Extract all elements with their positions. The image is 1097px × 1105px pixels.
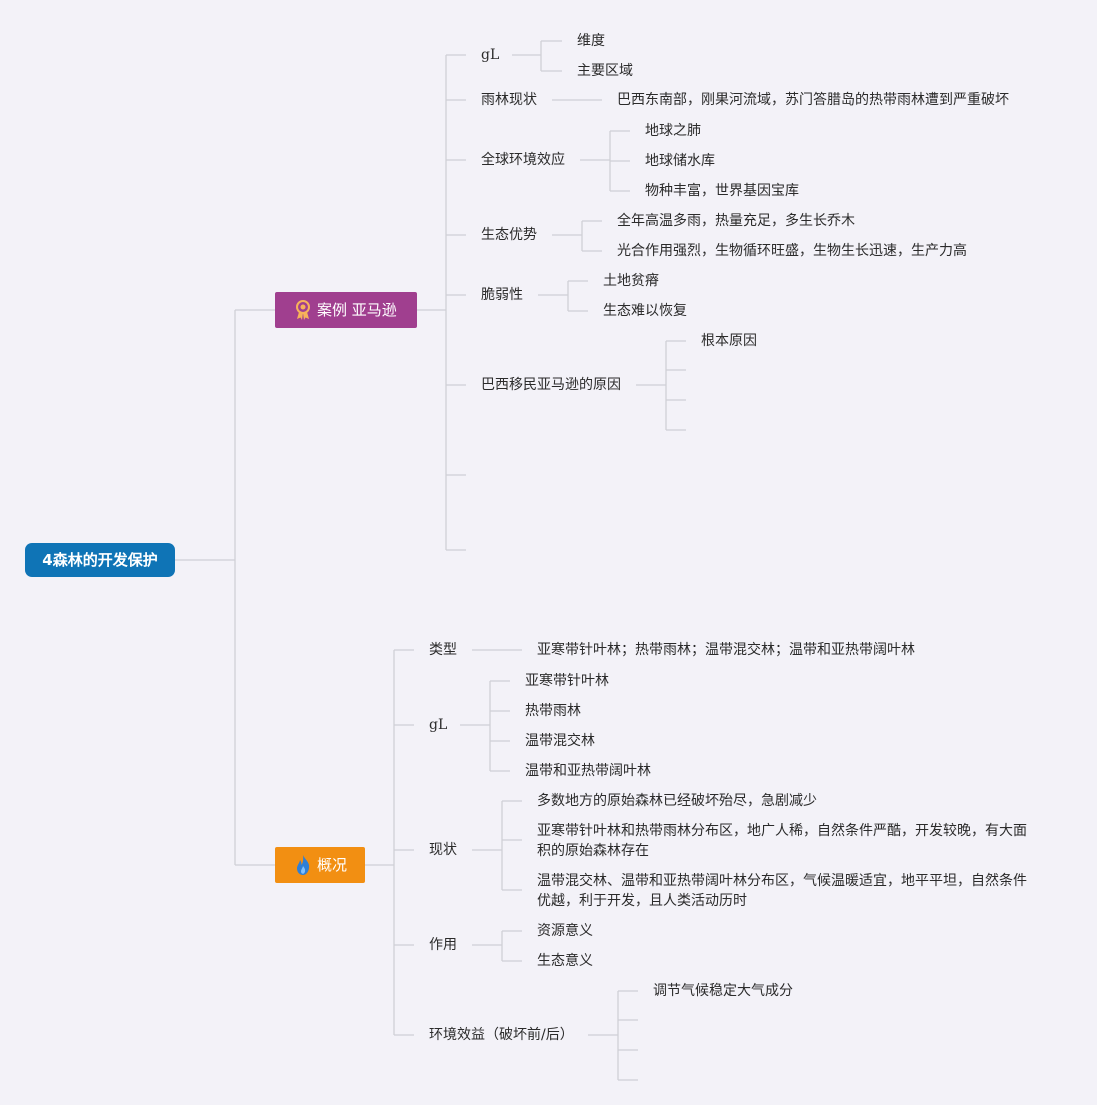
amazon-gl-child[interactable]: 主要区域: [577, 63, 633, 79]
status-child[interactable]: 亚寒带针叶林和热带雨林分布区，地广人稀，自然条件严酷，开发较晚，有大面积的原始森…: [537, 823, 1027, 859]
forest-types-child[interactable]: 亚寒带针叶林；热带雨林；温带混交林；温带和亚热带阔叶林: [537, 642, 915, 658]
overview-gl-child[interactable]: 亚寒带针叶林: [525, 673, 609, 689]
env-benefit-topic[interactable]: 环境效益（破坏前/后）: [429, 1027, 574, 1043]
rainforest-status-child[interactable]: 巴西东南部，刚果河流域，苏门答腊岛的热带雨林遭到严重破坏: [617, 92, 1009, 108]
status-topic[interactable]: 现状: [429, 842, 457, 858]
branch-amazon-case[interactable]: 案例 亚马逊: [275, 292, 417, 328]
eco-advantage-topic[interactable]: 生态优势: [481, 227, 537, 243]
branch-amazon-label: 案例 亚马逊: [317, 301, 397, 319]
rainforest-status-topic[interactable]: 雨林现状: [481, 92, 537, 108]
status-child[interactable]: 温带混交林、温带和亚热带阔叶林分布区，气候温暖适宜，地平平坦，自然条件优越，利于…: [537, 873, 1027, 909]
root-topic[interactable]: 4森林的开发保护: [25, 543, 175, 577]
env-benefit-child[interactable]: 调节气候稳定大气成分: [653, 983, 793, 999]
forest-types-topic[interactable]: 类型: [429, 642, 457, 658]
global-effect-child[interactable]: 物种丰富，世界基因宝库: [645, 183, 799, 199]
eco-advantage-child[interactable]: 全年高温多雨，热量充足，多生长乔木: [617, 213, 855, 229]
overview-gl-child[interactable]: 热带雨林: [525, 703, 581, 719]
fragility-child[interactable]: 土地贫瘠: [603, 273, 659, 289]
global-effect-child[interactable]: 地球之肺: [645, 123, 701, 139]
amazon-gl-child[interactable]: 维度: [577, 33, 605, 49]
award-ribbon-icon: [293, 299, 313, 321]
overview-gl-child[interactable]: 温带混交林: [525, 733, 595, 749]
status-child[interactable]: 多数地方的原始森林已经破坏殆尽，急剧减少: [537, 793, 817, 809]
global-effect-topic[interactable]: 全球环境效应: [481, 152, 565, 168]
amazon-gl-topic[interactable]: gL: [481, 47, 500, 63]
migration-reason-topic[interactable]: 巴西移民亚马逊的原因: [481, 377, 621, 393]
global-effect-child[interactable]: 地球储水库: [645, 153, 715, 169]
branch-overview[interactable]: 概况: [275, 847, 365, 883]
function-topic[interactable]: 作用: [429, 937, 457, 953]
flame-icon: [293, 854, 313, 876]
function-child[interactable]: 生态意义: [537, 953, 593, 969]
fragility-child[interactable]: 生态难以恢复: [603, 303, 687, 319]
migration-reason-child[interactable]: 根本原因: [701, 333, 757, 349]
function-child[interactable]: 资源意义: [537, 923, 593, 939]
fragility-topic[interactable]: 脆弱性: [481, 287, 523, 303]
overview-gl-child[interactable]: 温带和亚热带阔叶林: [525, 763, 651, 779]
eco-advantage-child[interactable]: 光合作用强烈，生物循环旺盛，生物生长迅速，生产力高: [617, 243, 967, 259]
branch-overview-label: 概况: [317, 856, 348, 874]
overview-gl-topic[interactable]: gL: [429, 717, 448, 733]
